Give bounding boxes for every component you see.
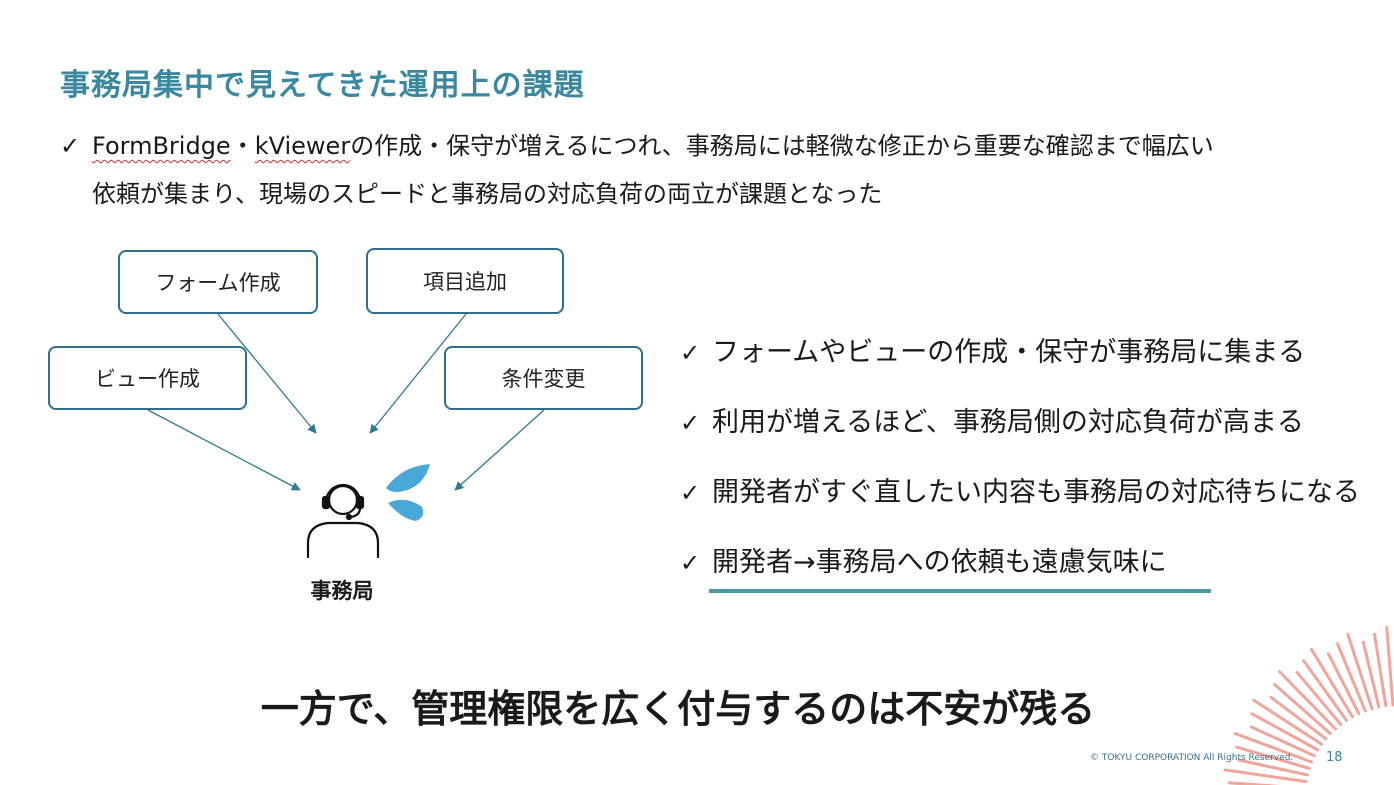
- list-item: ✓ フォームやビューの作成・保守が事務局に集まる: [680, 330, 1305, 369]
- list-item-text: 開発者がすぐ直したい内容も事務局の対応待ちになる: [712, 477, 1360, 508]
- decorative-rays: [1223, 625, 1394, 785]
- box-condition-change: 条件変更: [444, 346, 643, 410]
- ray-line: [1273, 683, 1332, 736]
- brand-formbridge: FormBridge: [92, 132, 231, 160]
- box-form-create: フォーム作成: [118, 250, 318, 314]
- check-icon: ✓: [60, 132, 81, 160]
- check-icon: ✓: [680, 409, 701, 437]
- box-item-add: 項目追加: [366, 248, 564, 314]
- check-icon: ✓: [680, 549, 701, 577]
- brand-kviewer: kViewer: [254, 132, 351, 160]
- ray-line: [1346, 632, 1374, 711]
- page-title: 事務局集中で見えてきた運用上の課題: [60, 68, 585, 103]
- ray-line: [1235, 745, 1311, 770]
- request-diagram: フォーム作成 項目追加 ビュー作成 条件変更 事務局: [0, 0, 660, 620]
- ray-line: [1326, 652, 1361, 716]
- ray-line: [1361, 640, 1381, 709]
- sweat-drops-icon: [386, 464, 430, 521]
- copyright-text: © TOKYU CORPORATION All Rights Reserved.: [1090, 753, 1294, 763]
- list-item-text: 開発者→事務局への依頼も遠慮気味に: [712, 547, 1167, 578]
- list-item: ✓ 開発者がすぐ直したい内容も事務局の対応待ちになる: [680, 470, 1360, 509]
- conclusion-text: 一方で、管理権限を広く付与するのは不安が残る: [260, 687, 1096, 731]
- ray-line: [1310, 647, 1354, 719]
- box-view-create: ビュー作成: [48, 346, 247, 410]
- page-number: 18: [1326, 750, 1343, 765]
- list-item-text: 利用が増えるほど、事務局側の対応負荷が高まる: [712, 407, 1304, 438]
- list-item-text: フォームやビューの作成・保守が事務局に集まる: [712, 337, 1306, 368]
- arrow-condition-change: [454, 409, 545, 491]
- diagram-arrows: [147, 313, 545, 559]
- ray-line: [1385, 625, 1394, 707]
- check-icon: ✓: [680, 479, 701, 507]
- ray-line: [1302, 659, 1348, 722]
- ray-line: [1223, 768, 1308, 784]
- arrow-view-create: [147, 409, 301, 491]
- ray-line: [1250, 712, 1320, 752]
- intro-line1-rest: の作成・保守が増えるにつれ、事務局には軽微な修正から重要な確認まで幅広い: [350, 132, 1214, 160]
- ray-line: [1227, 781, 1281, 785]
- list-item: ✓ 利用が増えるほど、事務局側の対応負荷が高まる: [680, 400, 1304, 439]
- ray-line: [1336, 642, 1367, 713]
- ray-line: [1249, 725, 1316, 758]
- person-label: 事務局: [310, 579, 374, 603]
- person-headset-icon: [306, 483, 380, 559]
- list-item: ✓ 開発者→事務局への依頼も遠慮気味に: [680, 540, 1167, 579]
- ray-line: [1373, 632, 1388, 708]
- accent-underline: [709, 589, 1211, 593]
- ray-line: [1237, 758, 1309, 777]
- ray-line: [1269, 695, 1328, 741]
- intro-line2: 依頼が集まり、現場のスピードと事務局の対応負荷の両立が課題となった: [92, 180, 883, 208]
- intro-paragraph: ✓ FormBridge・kViewerの作成・保守が増えるにつれ、事務局には軽…: [60, 122, 1360, 218]
- arrow-form-create: [217, 313, 317, 434]
- ray-line: [1295, 670, 1343, 726]
- arrow-item-add: [369, 313, 467, 434]
- intro-separator: ・: [230, 132, 255, 160]
- ray-line: [1233, 732, 1314, 764]
- ray-line: [1252, 698, 1324, 746]
- check-icon: ✓: [680, 339, 701, 367]
- ray-line: [1278, 670, 1337, 731]
